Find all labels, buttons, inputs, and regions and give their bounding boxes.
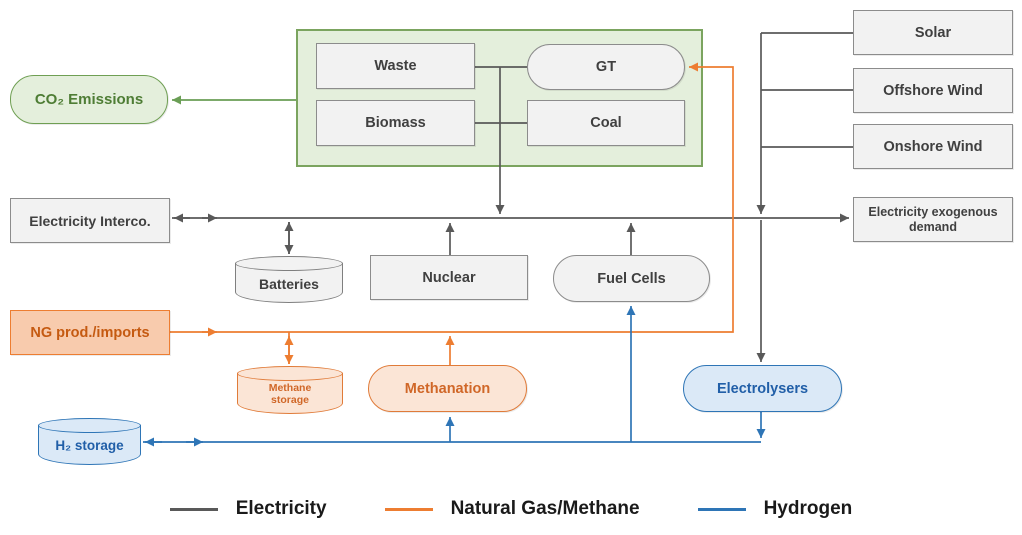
co2-emissions-node: CO₂ Emissions — [10, 75, 168, 124]
nuclear-node: Nuclear — [370, 255, 528, 300]
legend-item-hydrogen: Hydrogen — [697, 498, 853, 520]
gt-node: GT — [527, 44, 685, 90]
exogenous-demand-node: Electricity exogenous demand — [853, 197, 1013, 242]
hydrogen-line-swatch — [697, 507, 746, 511]
h2-storage-label: H₂ storage — [55, 438, 124, 454]
legend-label-electricity: Electricity — [235, 498, 327, 519]
h2-storage-cylinder-cap — [38, 418, 141, 433]
electrolysers-node: Electrolysers — [683, 365, 842, 412]
legend: Electricity Natural Gas/Methane Hydrogen — [0, 498, 1022, 520]
waste-node: Waste — [316, 43, 475, 89]
electricity-line-swatch — [169, 507, 218, 511]
fuel-cells-node: Fuel Cells — [553, 255, 710, 302]
batteries-cylinder: Batteries — [235, 256, 343, 303]
legend-item-electricity: Electricity — [169, 498, 327, 520]
methanation-node: Methanation — [368, 365, 527, 412]
methane-storage-cylinder: Methane storage — [237, 366, 343, 414]
methane-storage-cylinder-cap — [237, 366, 343, 381]
batteries-label: Batteries — [259, 275, 319, 292]
ng-bus-to-gt-line — [170, 62, 734, 333]
legend-label-hydrogen: Hydrogen — [763, 498, 853, 519]
offshore-wind-node: Offshore Wind — [853, 68, 1013, 113]
onshore-wind-node: Onshore Wind — [853, 124, 1013, 169]
biomass-node: Biomass — [316, 100, 475, 146]
ng-imports-node: NG prod./imports — [10, 310, 170, 355]
legend-item-natural-gas: Natural Gas/Methane — [384, 498, 640, 520]
solar-node: Solar — [853, 10, 1013, 55]
natural-gas-line-swatch — [384, 507, 433, 511]
coal-node: Coal — [527, 100, 685, 146]
batteries-cylinder-cap — [235, 256, 343, 271]
electricity-interco-node: Electricity Interco. — [10, 198, 170, 243]
h2-storage-cylinder: H₂ storage — [38, 418, 141, 465]
legend-label-natural-gas: Natural Gas/Methane — [450, 498, 640, 519]
methane-storage-label: Methane storage — [268, 382, 312, 406]
